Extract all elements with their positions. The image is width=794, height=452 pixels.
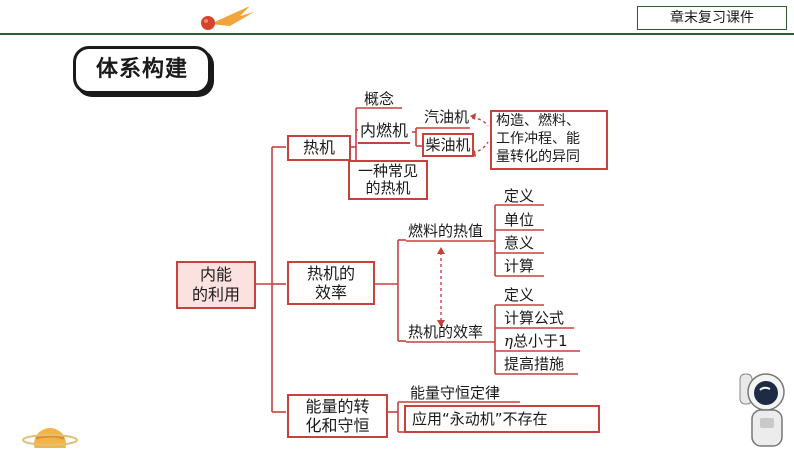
heat-engine-label: 热机	[303, 138, 335, 157]
petrol-engine-label: 汽油机	[424, 108, 469, 126]
fuel-heat-value-label: 燃料的热值	[408, 222, 483, 240]
fuel-item-meaning: 意义	[504, 234, 534, 252]
application-text: 应用“永动机”不存在	[412, 410, 548, 428]
less-than-one-text: 总小于1	[513, 332, 568, 350]
astronaut-icon	[736, 366, 792, 452]
eff-item-less-than-one: η总小于1	[504, 332, 568, 350]
fuel-item-definition: 定义	[504, 187, 534, 205]
root-line-1: 内能	[178, 265, 254, 285]
eff-item-definition: 定义	[504, 286, 534, 304]
root-line-2: 的利用	[178, 285, 254, 305]
comparison-line-3: 量转化的异同	[496, 148, 606, 166]
concept-label: 概念	[364, 90, 394, 108]
application-node: 应用“永动机”不存在	[404, 405, 600, 433]
engine-efficiency-label: 热机的效率	[408, 323, 483, 341]
comparison-line-2: 工作冲程、能	[496, 130, 606, 148]
ice-label: 内燃机	[360, 121, 408, 140]
common-line-1: 一种常见	[350, 163, 426, 180]
heat-engine-node: 热机	[287, 135, 351, 161]
fuel-item-unit: 单位	[504, 211, 534, 229]
common-line-2: 的热机	[350, 180, 426, 197]
comparison-line-1: 构造、燃料、	[496, 112, 606, 130]
energy-branch-node: 能量的转 化和守恒	[287, 394, 388, 438]
comparison-node: 构造、燃料、 工作冲程、能 量转化的异同	[490, 110, 608, 170]
diesel-engine-label: 柴油机	[425, 136, 470, 154]
energy-line-2: 化和守恒	[289, 416, 386, 435]
diesel-engine-node: 柴油机	[422, 133, 474, 157]
efficiency-branch-node: 热机的 效率	[287, 261, 375, 305]
eta-symbol: η	[504, 332, 513, 350]
planet-icon	[20, 418, 80, 452]
fuel-item-calculation: 计算	[504, 257, 534, 275]
root-node: 内能 的利用	[176, 261, 256, 309]
efficiency-line-2: 效率	[289, 283, 373, 302]
conservation-law-label: 能量守恒定律	[410, 384, 500, 402]
common-engine-node: 一种常见 的热机	[348, 160, 428, 200]
eff-item-formula: 计算公式	[504, 309, 564, 327]
energy-line-1: 能量的转	[289, 397, 386, 416]
eff-item-improvement: 提高措施	[504, 355, 564, 373]
ice-node: 内燃机	[358, 120, 410, 144]
efficiency-line-1: 热机的	[289, 264, 373, 283]
